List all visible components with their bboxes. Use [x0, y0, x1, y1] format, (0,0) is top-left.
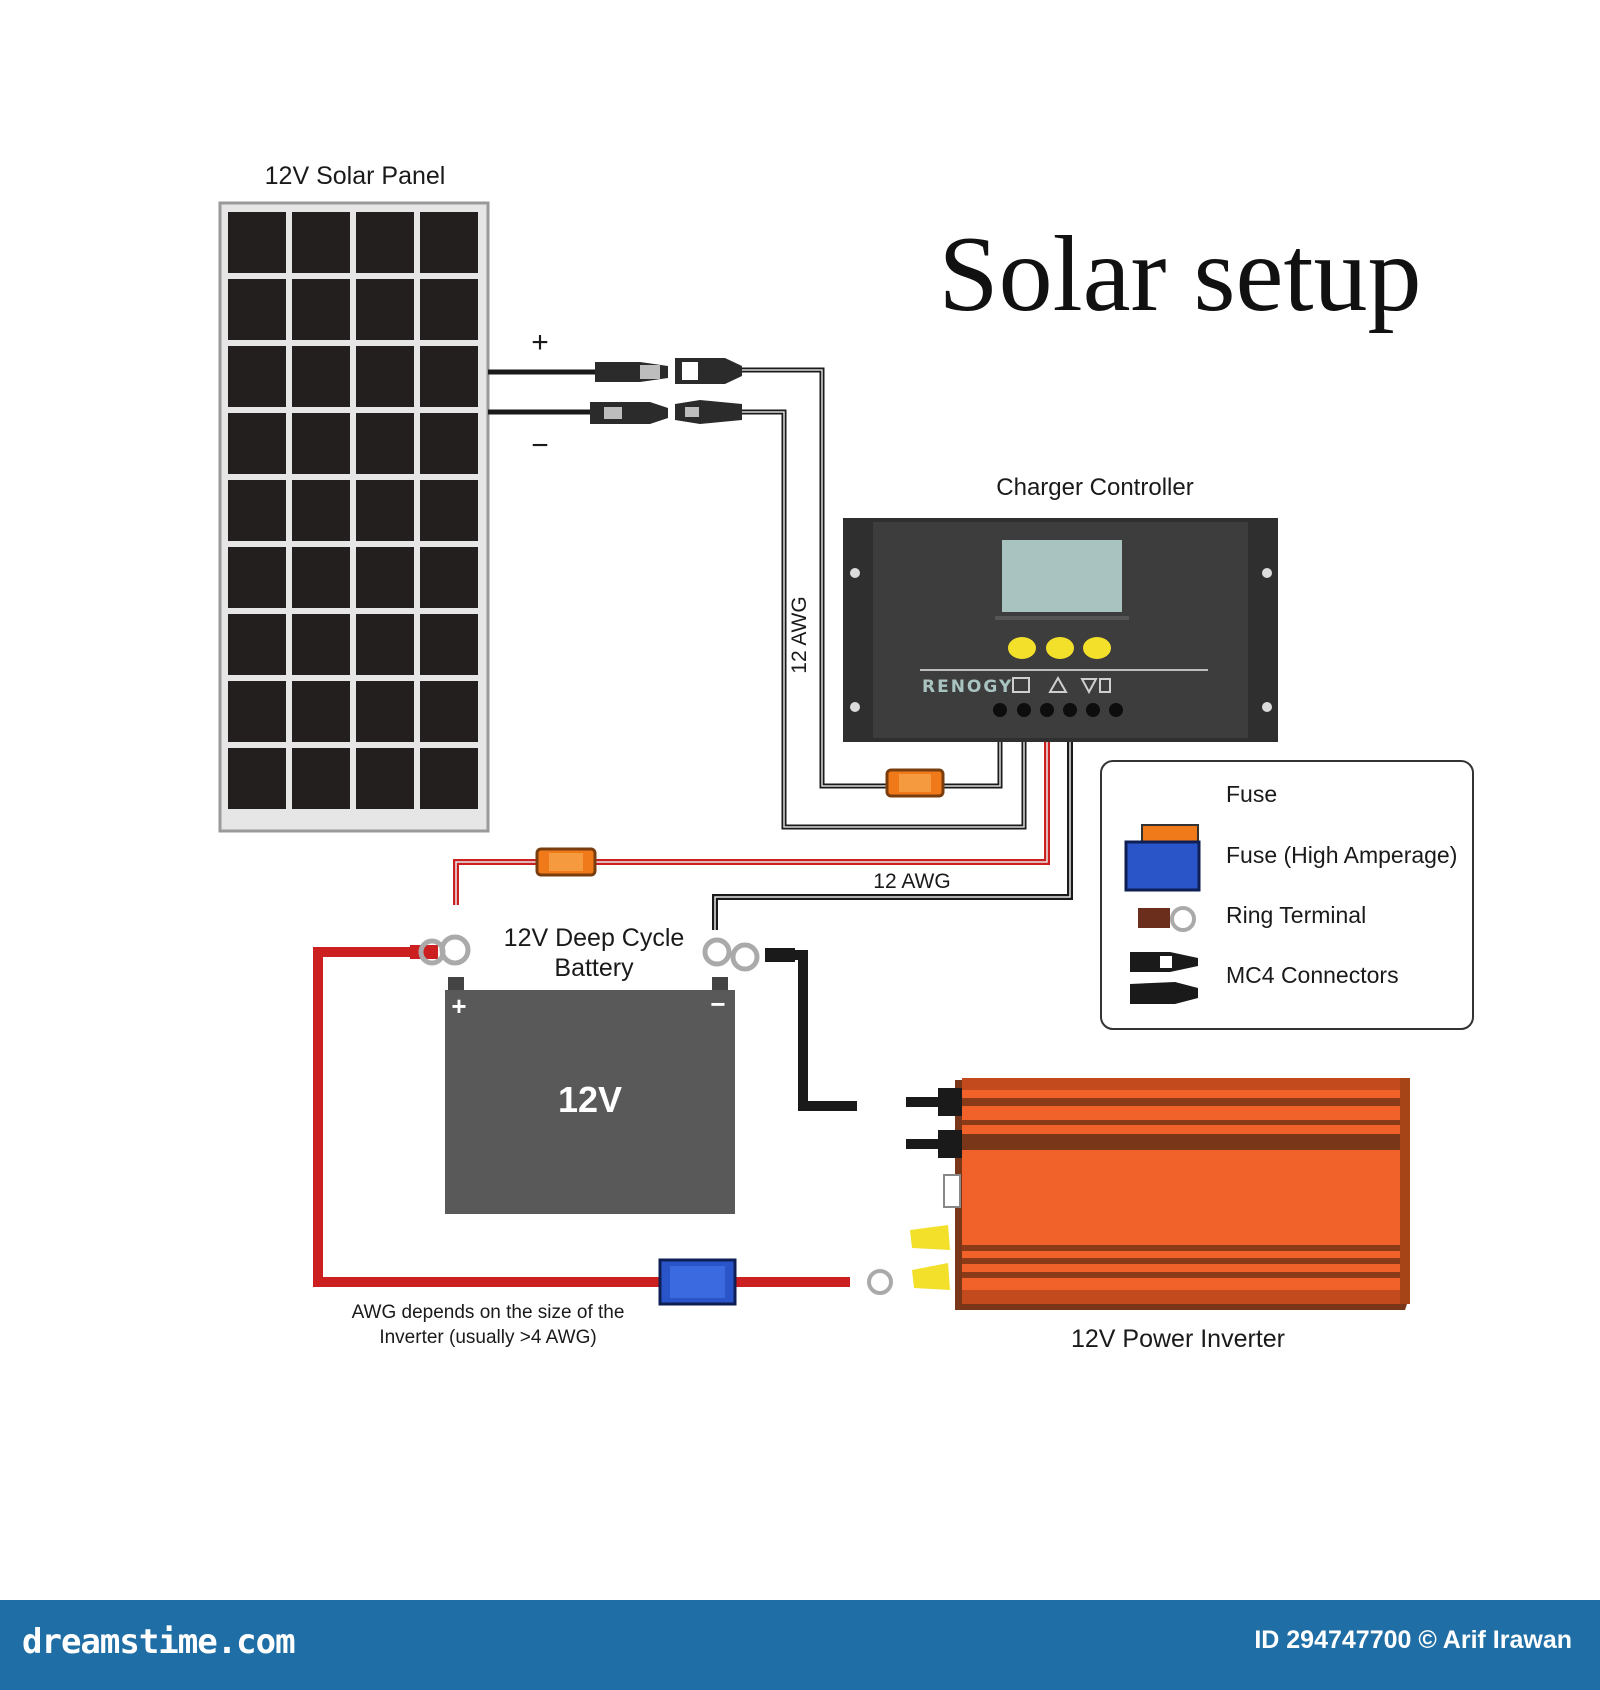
solar-panel-label: 12V Solar Panel: [265, 162, 446, 190]
ring-terminal-battery-negative: [702, 937, 795, 972]
inverter-wire-note-line1: AWG depends on the size of the: [352, 1302, 625, 1323]
legend-label-mc4: MC4 Connectors: [1226, 962, 1399, 988]
solar-cell: [292, 547, 350, 608]
solar-cell: [292, 681, 350, 742]
solar-panel: [218, 201, 490, 833]
solar-cell: [356, 681, 414, 742]
solar-cell: [356, 480, 414, 541]
solar-cell: [228, 614, 286, 675]
wire-gauge-label-battery: 12 AWG: [873, 870, 950, 893]
legend-label-fuse-high: Fuse (High Amperage): [1226, 842, 1457, 868]
battery-plus-terminal: +: [451, 991, 466, 1021]
solar-cell: [228, 346, 286, 407]
solar-cell: [420, 614, 478, 675]
solar-cell: [420, 279, 478, 340]
solar-cell: [228, 212, 286, 273]
battery-minus-terminal: −: [710, 989, 725, 1019]
wire-gauge-label-panel: 12 AWG: [788, 596, 811, 673]
solar-cell: [420, 480, 478, 541]
solar-cell: [292, 279, 350, 340]
solar-cell: [420, 748, 478, 809]
solar-cell: [292, 614, 350, 675]
solar-cell: [228, 413, 286, 474]
solar-cells: [228, 212, 478, 809]
fuse-battery-charge: [535, 847, 597, 877]
battery-label-line1: 12V Deep Cycle: [504, 924, 685, 952]
footer-site-link[interactable]: dreamstime.com: [22, 1622, 296, 1662]
power-inverter: [906, 1078, 1410, 1310]
solar-cell: [356, 212, 414, 273]
battery-voltage: 12V: [558, 1079, 622, 1120]
footer-bar: dreamstime.com ID 294747700 © Arif Irawa…: [0, 1600, 1600, 1690]
polarity-plus: +: [531, 326, 549, 359]
controller-brand: RENOGY: [922, 677, 1013, 697]
solar-cell: [356, 547, 414, 608]
controller-status-icons: [1012, 675, 1111, 695]
controller-button: [1008, 637, 1036, 659]
footer-credit: ID 294747700 © Arif Irawan: [1254, 1626, 1572, 1654]
inverter-wire-note-line2: Inverter (usually >4 AWG): [379, 1327, 596, 1348]
legend-icon-mc4: [1130, 952, 1198, 1004]
solar-cell: [228, 547, 286, 608]
ring-terminal-inverter-positive: [867, 1269, 893, 1295]
solar-cell: [420, 346, 478, 407]
controller-button: [1046, 637, 1074, 659]
solar-cell: [228, 279, 286, 340]
solar-cell: [228, 681, 286, 742]
solar-cell: [420, 212, 478, 273]
diagram-title: Solar setup: [939, 215, 1422, 334]
legend-icon-ring-terminal: [1138, 906, 1196, 932]
solar-cell: [292, 748, 350, 809]
mc4-connector-negative: [590, 400, 742, 424]
solar-cell: [356, 413, 414, 474]
charge-controller-label: Charger Controller: [996, 474, 1193, 501]
solar-cell: [292, 480, 350, 541]
solar-cell: [292, 346, 350, 407]
solar-cell: [292, 413, 350, 474]
solar-cell: [228, 748, 286, 809]
battery: + − 12V: [445, 977, 735, 1214]
legend-label-fuse: Fuse: [1226, 781, 1277, 807]
mc4-connector-positive: [595, 358, 742, 384]
solar-cell: [356, 346, 414, 407]
solar-cell: [292, 212, 350, 273]
legend: Fuse Fuse (High Amperage) Ring Terminal …: [1100, 760, 1474, 1030]
charge-controller: RENOGY: [843, 518, 1278, 742]
inverter-wires: [313, 947, 857, 1287]
controller-button: [1083, 637, 1111, 659]
solar-cell: [420, 547, 478, 608]
inverter-label: 12V Power Inverter: [1071, 1325, 1285, 1353]
fuse-high-amperage-inverter: [658, 1258, 737, 1306]
ring-terminal-battery-positive: [410, 934, 471, 966]
solar-cell: [420, 681, 478, 742]
controller-terminals: [993, 703, 1123, 717]
polarity-minus: −: [531, 429, 549, 462]
controller-lcd-screen: [1002, 540, 1122, 612]
solar-cell: [356, 614, 414, 675]
legend-label-ring-terminal: Ring Terminal: [1226, 902, 1366, 928]
solar-cell: [420, 413, 478, 474]
battery-charge-wires: [453, 742, 1073, 930]
fuse-controller-input: [885, 768, 945, 798]
legend-icon-fuse-high: [1124, 824, 1201, 892]
solar-cell: [228, 480, 286, 541]
solar-cell: [356, 748, 414, 809]
solar-cell: [356, 279, 414, 340]
battery-label-line2: Battery: [554, 954, 634, 982]
